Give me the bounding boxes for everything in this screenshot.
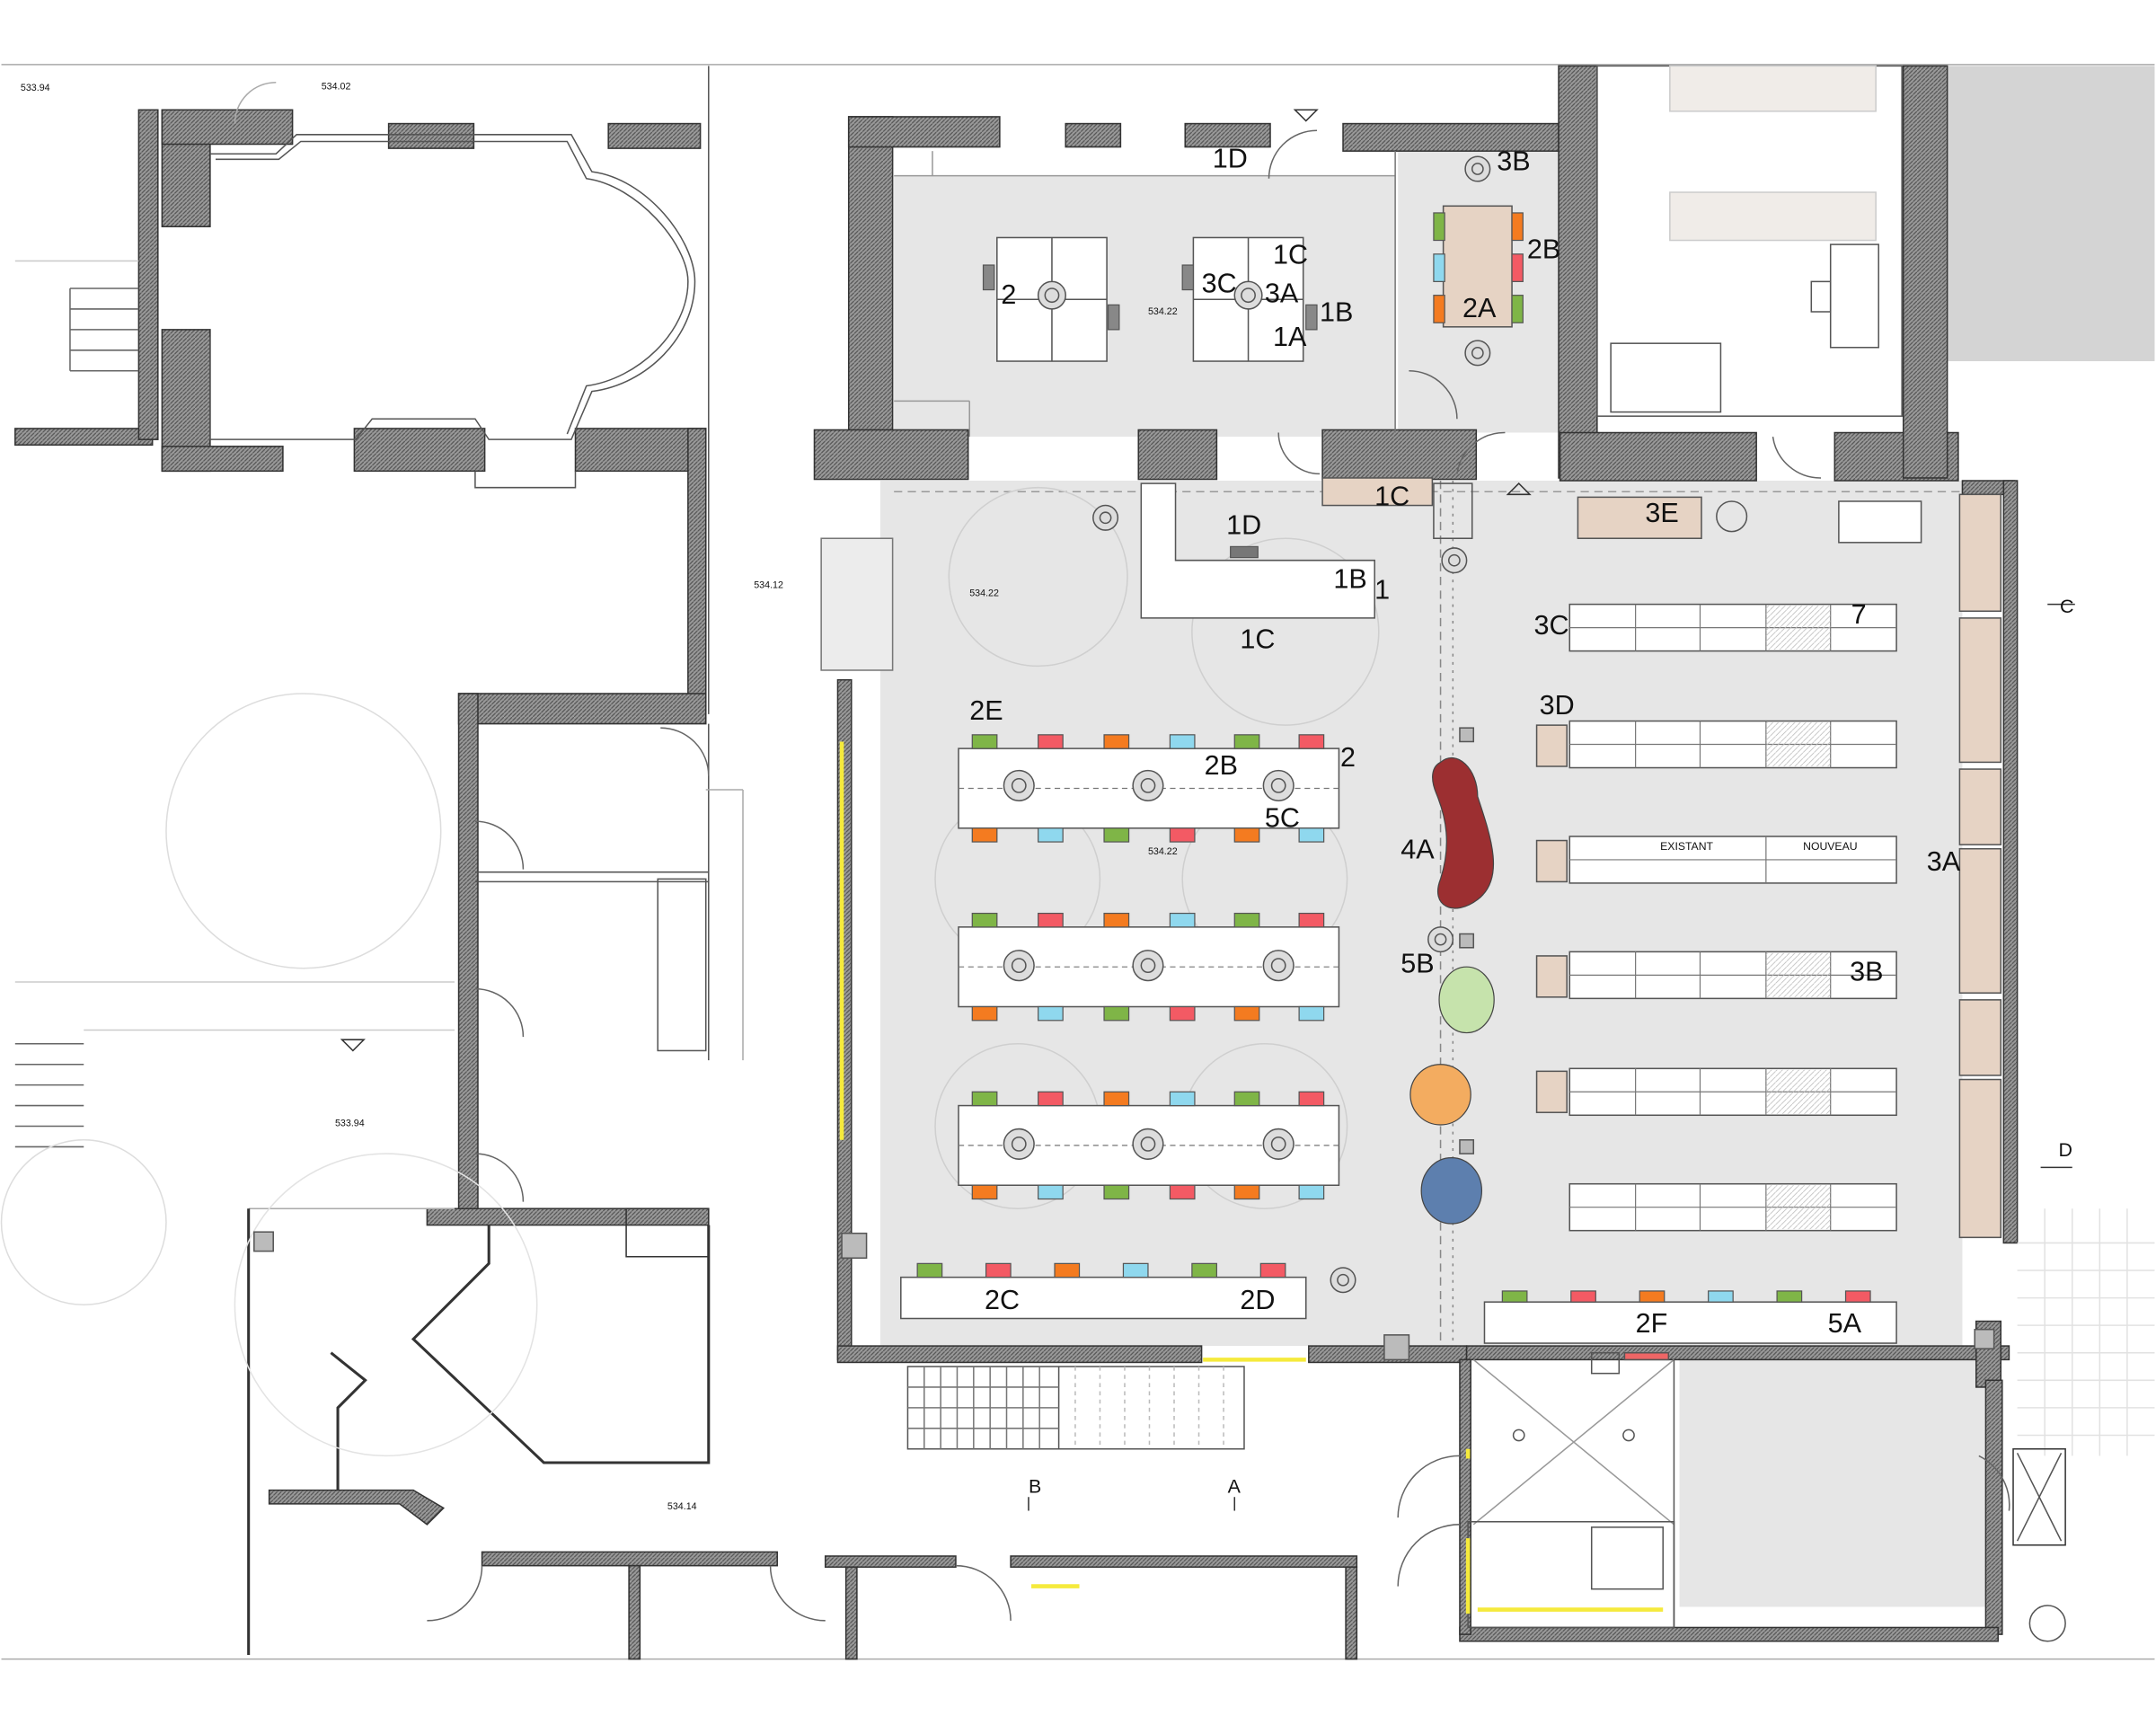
section-label-A: A [1228,1476,1241,1498]
label-5C: 5C [1265,802,1300,833]
label-1C-top: 1C [1273,240,1308,270]
label-1A-desk: 1A [1273,322,1307,352]
section-markers [340,109,2075,1511]
label-3C-desk: 3C [1202,269,1237,299]
label-1D-top: 1D [1213,143,1248,173]
label-1-reception: 1 [1374,574,1390,605]
label-2B-tables: 2B [1205,750,1238,781]
shelf-3A-1 [1958,493,2002,613]
label-5A: 5A [1828,1308,1862,1339]
fixtures [253,155,1995,1375]
linework [0,65,2155,1656]
wood-shelving [1321,205,2002,1239]
label-1B-desk: 1B [1320,297,1353,328]
right-grey-area [1944,66,2155,362]
elevation-533-94-left: 533.94 [335,1119,365,1129]
label-2C: 2C [985,1285,1020,1315]
label-3A-right: 3A [1927,846,1961,877]
shelf-3A-6 [1958,1078,2002,1239]
walls [14,65,2019,1660]
elevation-533-94-top: 533.94 [21,83,50,93]
label-2E: 2E [969,695,1003,726]
shelf-3E [1577,496,1702,539]
counter-2F-5A [1483,1301,1897,1344]
section-label-C: C [2060,596,2073,617]
bottom-right-floor [1679,1359,1996,1607]
elevation-534-02: 534.02 [322,81,351,92]
entrance-vestibule [820,537,894,671]
elevation-markers: 533.94 534.02 534.22 534.12 534.22 534.2… [21,81,1178,1512]
elevation-534-22-tables: 534.22 [1148,846,1178,857]
lounge-seats [1409,756,1495,1225]
label-4A: 4A [1401,834,1435,864]
label-2A: 2A [1462,293,1497,323]
label-2B-top: 2B [1527,234,1560,264]
counter-2C-2D [900,1276,1307,1320]
label-7: 7 [1851,599,1867,630]
seat-orange [1409,1064,1471,1126]
label-1B-reception: 1B [1333,563,1366,594]
elevation-534-12: 534.12 [754,579,783,590]
room-labels: 1D 3B 1C 2B 2 3C 3A 1B 1A 2A 1C 3E 1D 1B… [969,143,2073,1497]
shelf-text-existant: EXISTANT [1660,840,1713,853]
label-3E: 3E [1645,498,1678,528]
label-1C-band: 1C [1374,482,1409,512]
label-1C-reception: 1C [1240,624,1275,655]
label-1D-reception: 1D [1226,510,1261,541]
label-2F: 2F [1636,1308,1668,1339]
label-3D: 3D [1540,690,1575,721]
label-2D: 2D [1240,1285,1275,1315]
label-3A-desk: 3A [1265,278,1299,308]
yellow-markings [839,741,1664,1614]
shelf-3A-3 [1958,768,2002,845]
seat-4A [1432,756,1495,909]
chairs [916,212,1871,1303]
shelf-1C [1321,477,1434,507]
label-3B-shelf: 3B [1850,956,1883,986]
label-2-tables: 2 [1340,742,1356,773]
section-label-D: D [2058,1139,2072,1161]
shelf-text-nouveau: NOUVEAU [1803,840,1857,853]
shelf-3A-2 [1958,617,2002,764]
seat-5B [1438,966,1495,1034]
seat-blue [1420,1157,1483,1225]
section-label-B: B [1029,1476,1041,1498]
elevation-534-22-hall: 534.22 [969,588,999,598]
label-3B-top: 3B [1497,146,1530,177]
shelf-3A-4 [1958,847,2002,994]
shelf-3A-5 [1958,999,2002,1076]
elevation-534-14: 534.14 [667,1501,697,1512]
elevation-534-22-office: 534.22 [1148,306,1178,317]
label-3C-shelf: 3C [1534,610,1569,641]
label-5B: 5B [1401,948,1434,978]
label-2-desk: 2 [1001,279,1016,310]
